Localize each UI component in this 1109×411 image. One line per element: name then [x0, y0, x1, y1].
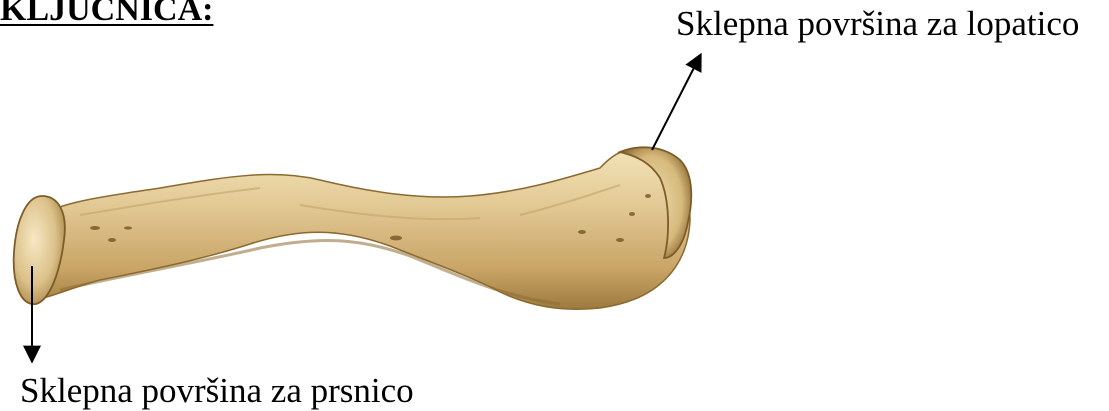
arrow-acromial: [652, 56, 700, 150]
